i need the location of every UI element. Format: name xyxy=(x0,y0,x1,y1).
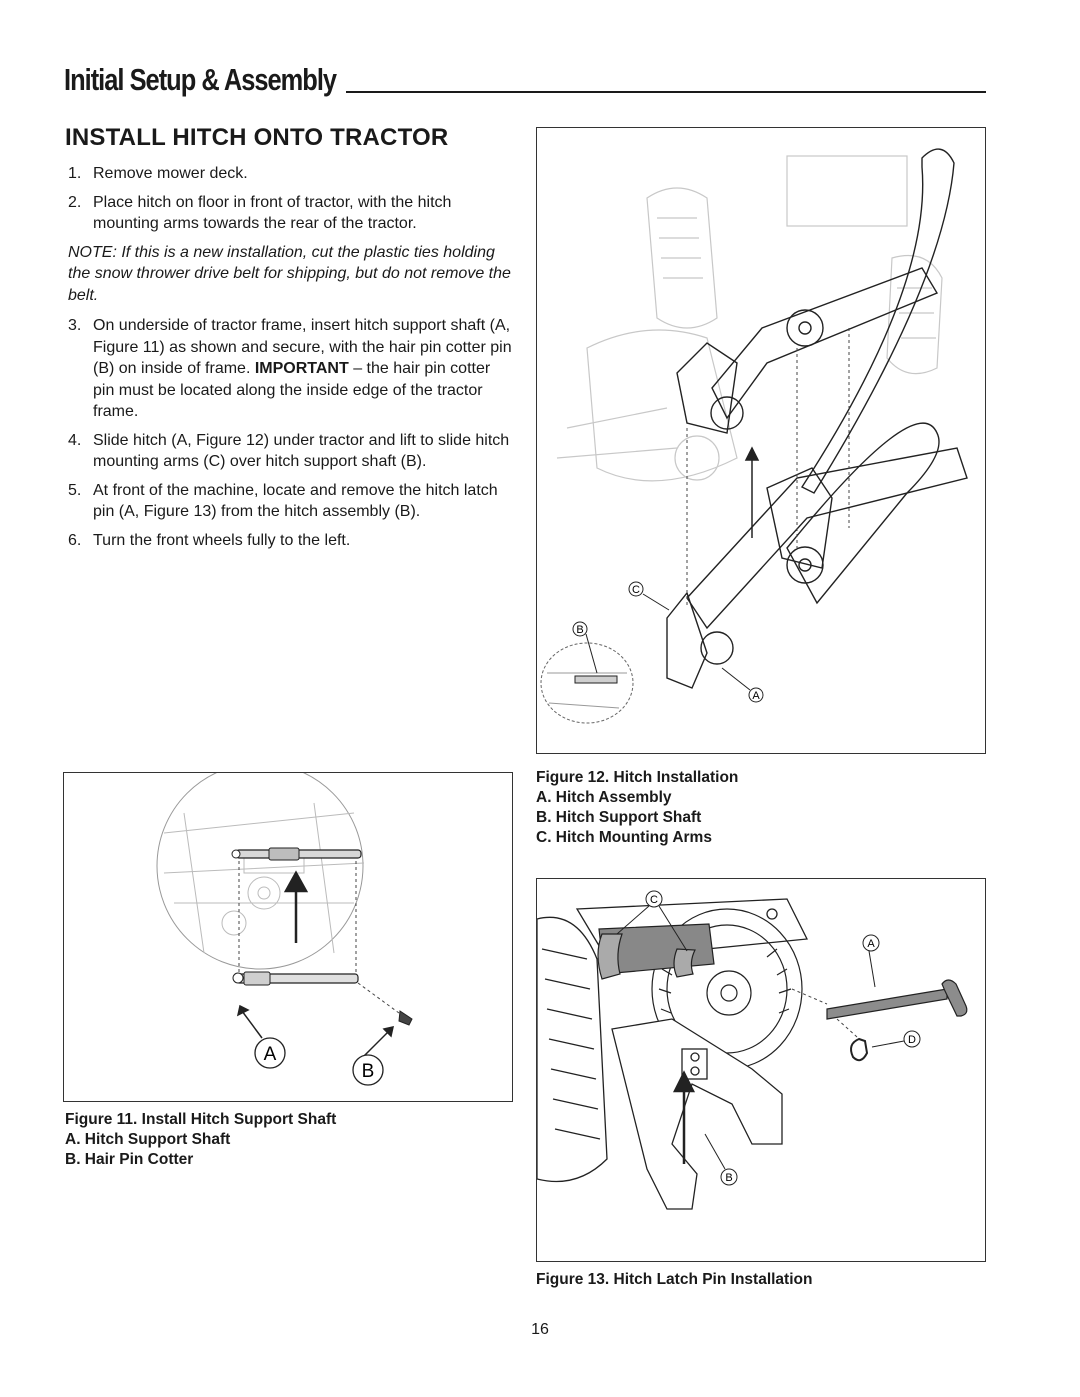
step-2: 2. Place hitch on floor in front of trac… xyxy=(68,192,513,235)
fig13-callout-b: B xyxy=(704,1133,738,1186)
step-text: On underside of tractor frame, insert hi… xyxy=(93,317,512,377)
step-text-continued: – the hair pin cotter pin must be locate… xyxy=(93,360,491,420)
page-header: Initial Setup & Assembly xyxy=(64,62,986,97)
callout-c-label: C xyxy=(632,584,640,596)
fig13-callout-a: A xyxy=(862,934,880,988)
step-number: 5. xyxy=(68,481,82,499)
section-title: INSTALL HITCH ONTO TRACTOR xyxy=(65,124,449,151)
fig12-callout-b: B xyxy=(572,621,598,674)
step-text: Remove mower deck. xyxy=(93,165,248,182)
callout-d-label: D xyxy=(908,1034,916,1046)
callout-a-label: A xyxy=(752,690,760,702)
step-number: 4. xyxy=(68,431,82,449)
important-label: IMPORTANT xyxy=(254,360,349,377)
fig12-callout-c: C xyxy=(628,581,670,611)
callout-a-label: A xyxy=(264,1044,277,1065)
step-5: 5. At front of the machine, locate and r… xyxy=(68,480,513,523)
step-6: 6. Turn the front wheels fully to the le… xyxy=(68,530,513,552)
note: NOTE: If this is a new installation, cut… xyxy=(68,243,511,304)
callout-b-label: B xyxy=(725,1172,732,1184)
fig12-callout-a: A xyxy=(721,667,764,703)
lower-support-shaft xyxy=(232,971,359,986)
fig11-callout-a: A xyxy=(254,1037,286,1069)
caption-item-a: A. Hitch Support Shaft xyxy=(65,1131,231,1148)
step-3: 3. On underside of tractor frame, insert… xyxy=(68,315,513,423)
figure-13-illustration: C A D B xyxy=(537,890,968,1210)
page-number: 16 xyxy=(531,1321,549,1338)
upper-support-shaft xyxy=(231,847,362,861)
figure-11-frame: A B xyxy=(63,772,513,1102)
caption-item-b: B. Hair Pin Cotter xyxy=(65,1151,194,1168)
step-number: 1. xyxy=(68,165,82,182)
callout-c-label: C xyxy=(650,894,658,906)
step-number: 3. xyxy=(68,317,82,334)
caption-title: Figure 13. Hitch Latch Pin Installation xyxy=(536,1271,813,1288)
figure-13-frame: C A D B xyxy=(536,878,986,1262)
step-4: 4. Slide hitch (A, Figure 12) under trac… xyxy=(68,430,513,473)
step-text: Turn the front wheels fully to the left. xyxy=(93,531,351,549)
fig13-callout-d: D xyxy=(871,1030,921,1048)
step-text: Slide hitch (A, Figure 12) under tractor… xyxy=(93,431,510,471)
step-number: 6. xyxy=(68,531,82,549)
caption-title: Figure 12. Hitch Installation xyxy=(536,769,739,786)
caption-title: Figure 11. Install Hitch Support Shaft xyxy=(65,1111,337,1128)
caption-item-b: B. Hitch Support Shaft xyxy=(536,809,702,826)
step-text: At front of the machine, locate and remo… xyxy=(93,481,498,521)
fig11-callout-b: B xyxy=(352,1054,384,1086)
figure-13-caption: Figure 13. Hitch Latch Pin Installation xyxy=(536,1270,812,1290)
fig13-callout-c: C xyxy=(616,890,688,952)
header-title: Initial Setup & Assembly xyxy=(64,62,337,97)
figure-12-frame: C B A xyxy=(536,127,986,754)
callout-a-label: A xyxy=(867,938,875,950)
latch-pin xyxy=(826,979,968,1020)
figure-12-illustration: C B A xyxy=(540,148,968,724)
callout-b-label: B xyxy=(362,1061,375,1082)
callout-b-label: B xyxy=(576,624,583,636)
figure-11-illustration: A B xyxy=(156,773,413,1086)
step-1: 1. Remove mower deck. xyxy=(68,163,513,185)
caption-item-c: C. Hitch Mounting Arms xyxy=(536,829,712,846)
instructions: 1. Remove mower deck. 2. Place hitch on … xyxy=(68,163,513,558)
figure-11-caption: Figure 11. Install Hitch Support Shaft A… xyxy=(65,1110,336,1170)
caption-item-a: A. Hitch Assembly xyxy=(536,789,672,806)
header-rule xyxy=(346,91,986,93)
figure-12-caption: Figure 12. Hitch Installation A. Hitch A… xyxy=(536,768,738,848)
step-number: 2. xyxy=(68,193,82,211)
step-text: Place hitch on floor in front of tractor… xyxy=(93,193,452,233)
